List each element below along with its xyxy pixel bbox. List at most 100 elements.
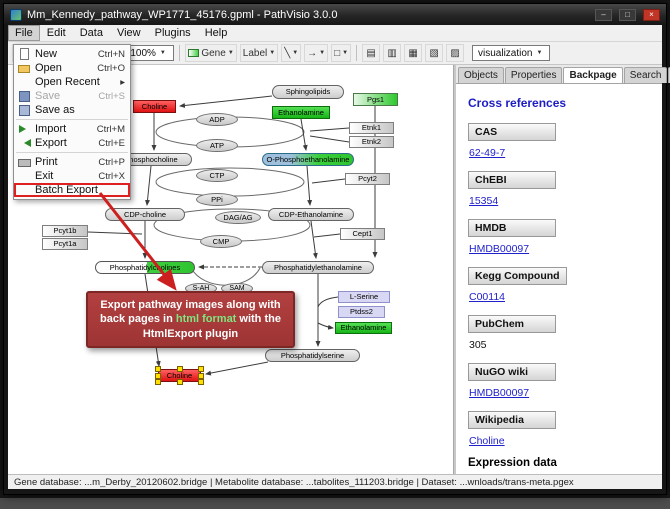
crossref-link[interactable]: 62-49-7 [469,147,506,159]
crossref-link[interactable]: Choline [469,435,505,447]
pathway-node-pgs1[interactable]: Pgs1 [353,93,398,106]
pathway-node-choline[interactable]: Choline [133,100,176,113]
selection-handle[interactable] [198,379,204,385]
chevron-down-icon: ▼ [269,50,276,56]
shape-tool-button[interactable]: □▼ [331,44,352,62]
common-height-button[interactable]: ▨ [446,44,465,62]
menu-item-label: New [35,48,58,60]
pathway-node-ptdss2[interactable]: Ptdss2 [338,306,385,318]
file-menu-item-new[interactable]: New Ctrl+N [14,47,130,61]
file-menu-item-save-as[interactable]: Save as [14,103,130,117]
align-vertical-button[interactable]: ▥ [383,44,402,62]
export-icon [17,137,31,149]
menu-shortcut: Ctrl+N [97,48,125,60]
tab-search[interactable]: Search [623,67,668,83]
menubar: File Edit Data View Plugins Help [8,25,662,42]
taskbar-strip [0,498,670,509]
menu-edit[interactable]: Edit [46,27,66,39]
pathway-node-pcyt2[interactable]: Pcyt2 [345,173,390,185]
selection-handle[interactable] [176,379,183,385]
arrow-tool-icon: → [307,47,318,59]
pathway-node-phosphatidylethanolamine[interactable]: Phosphatidylethanolamine [262,261,374,274]
distribute-button[interactable]: ▦ [404,44,423,62]
crossref-value: 15354 [469,195,650,207]
common-width-button[interactable]: ▧ [425,44,444,62]
menu-help[interactable]: Help [204,27,228,39]
crossref-link[interactable]: HMDB00097 [469,243,530,255]
pathway-node-sphingolipids[interactable]: Sphingolipids [272,85,344,99]
gene-node-icon [188,49,200,57]
crossref-value: 62-49-7 [469,147,650,159]
pathway-node-pcyt1b[interactable]: Pcyt1b [42,225,88,237]
line-tool-button[interactable]: ╲▼ [281,44,302,62]
panel-splitter[interactable] [454,65,456,474]
pathway-node-adp[interactable]: ADP [196,113,238,126]
align-horizontal-button[interactable]: ▤ [362,44,381,62]
menu-plugins[interactable]: Plugins [154,27,191,39]
selection-handle[interactable] [176,366,183,372]
file-menu-item-open-recent[interactable]: Open Recent▸ [14,75,130,89]
menu-data[interactable]: Data [79,27,103,39]
crossref-link[interactable]: 15354 [469,195,499,207]
statusbar: Gene database: ...m_Derby_20120602.bridg… [8,474,662,489]
crossref-link[interactable]: C00114 [469,291,506,303]
tab-legend[interactable]: Legend [668,67,670,83]
maximize-button[interactable]: □ [619,8,636,21]
zoom-combobox[interactable]: 100%▼ [124,45,175,61]
pathway-node-cdp-choline[interactable]: CDP-choline [105,208,185,221]
crossref-link[interactable]: HMDB00097 [469,387,530,399]
pathway-node-ethanolamine[interactable]: Ethanolamine [272,106,330,119]
gene-tool-button[interactable]: Gene▼ [185,44,237,62]
callout-text-part: with the HtmlExport plugin [142,313,281,340]
pathway-node-pcyt1a[interactable]: Pcyt1a [42,238,88,250]
pathway-node-phosphatidylcholines[interactable]: Phosphatidylcholines [95,261,195,274]
pathway-node-ppi[interactable]: PPi [196,193,238,206]
selection-handle[interactable] [155,379,161,385]
chevron-down-icon: ▼ [319,50,326,56]
tab-backpage[interactable]: Backpage [563,67,623,83]
label-tool-button[interactable]: Label▼ [239,44,279,62]
menu-view[interactable]: View [116,27,141,39]
menu-file[interactable]: File [8,25,40,41]
pathway-node-cdp-ethanolamine[interactable]: CDP-Ethanolamine [268,208,354,221]
file-menu-item-batch-export[interactable]: Batch Export [14,183,130,197]
selection-handle[interactable] [155,372,161,379]
pathway-node-cept1[interactable]: Cept1 [340,228,385,240]
pathway-node-l-serine[interactable]: L-Serine [338,291,390,303]
pathway-node-phosphatidylserine[interactable]: Phosphatidylserine [265,349,360,362]
pathway-edge [309,135,350,143]
arrow-tool-button[interactable]: →▼ [304,44,329,62]
pathway-node-etnk1[interactable]: Etnk1 [349,122,394,134]
toolbar-separator [179,45,181,61]
pathway-node-cmp[interactable]: CMP [200,235,242,248]
visualization-combobox[interactable]: visualization▼ [472,45,550,61]
visualization-label: visualization [478,47,533,59]
pathway-node-etnk2[interactable]: Etnk2 [349,136,394,148]
pathway-node-ethanolamine[interactable]: Ethanolamine [335,322,392,334]
tab-objects[interactable]: Objects [458,67,504,83]
pathway-edge [155,116,305,148]
tab-properties[interactable]: Properties [504,67,563,83]
pathway-node-atp[interactable]: ATP [196,139,238,152]
pathway-node-dag-ag[interactable]: DAG/AG [215,211,261,224]
annotation-callout: Export pathway images along with back pa… [86,291,295,348]
menu-item-label: Save [35,90,61,102]
close-button[interactable]: × [643,8,660,21]
selection-handle[interactable] [198,372,204,379]
pathway-node-o-phosphoethanolamine[interactable]: O-Phosphoethanolamine [262,153,354,166]
common-width-icon: ▧ [429,47,439,59]
pathway-node-ctp[interactable]: CTP [196,169,238,182]
selection-handle[interactable] [155,366,161,372]
pathway-edge [313,233,341,238]
selection-handle[interactable] [198,366,204,372]
minimize-button[interactable]: – [595,8,612,21]
titlebar: Mm_Kennedy_pathway_WP1771_45176.gpml - P… [4,4,666,25]
